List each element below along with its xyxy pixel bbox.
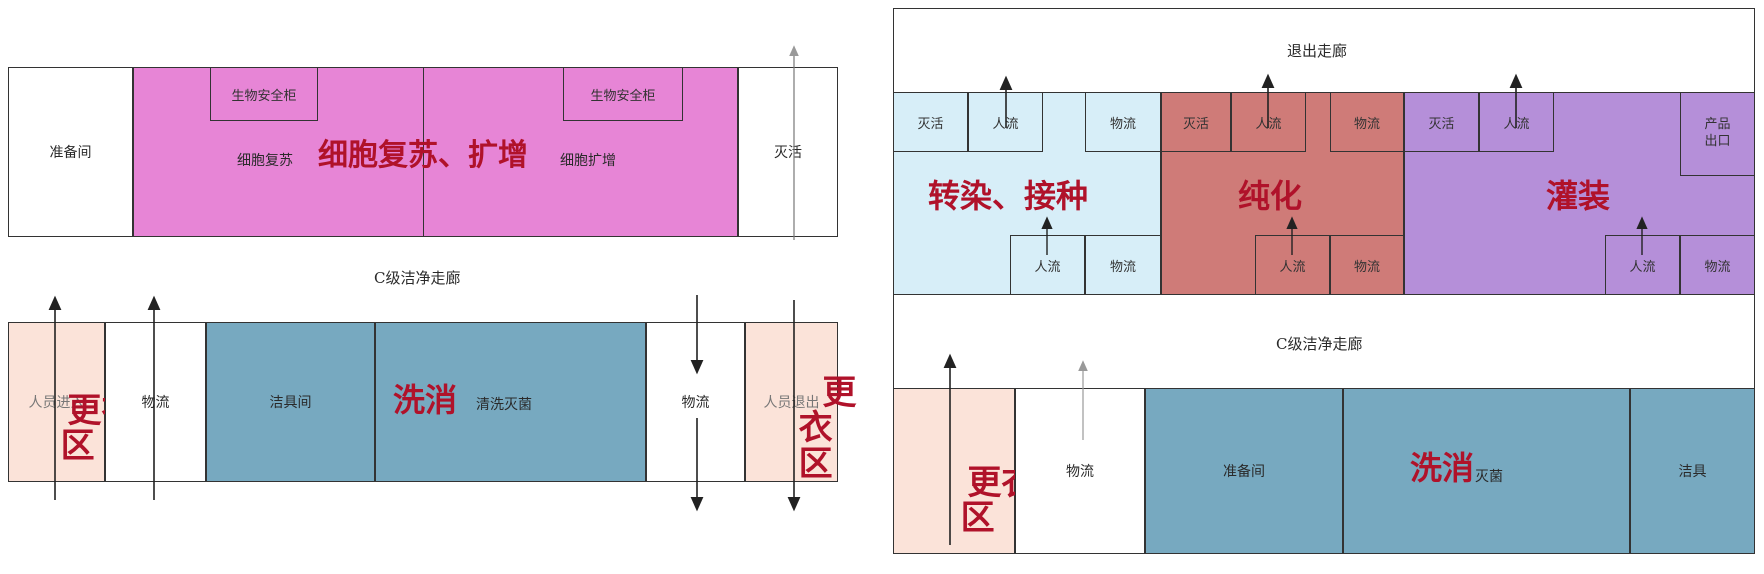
right-material-label: 物流 [1066,464,1094,480]
left-inactivation-room: 灭活 [738,67,838,237]
right-material-room: 物流 [1015,388,1145,554]
right-c-person-2: 人流 [1605,235,1680,295]
left-change-out-small: 人员退出 [763,395,820,411]
right-a-inact: 灭活 [893,92,968,152]
left-material-2-label: 物流 [681,395,710,411]
right-b-material-2: 物流 [1330,235,1404,295]
right-c-inact: 灭活 [1404,92,1479,152]
right-a-material-label: 物流 [1109,116,1136,132]
left-material-1-label: 物流 [141,395,170,411]
right-a-material: 物流 [1085,92,1161,152]
right-wash-small: 灭菌 [1475,469,1503,485]
right-b-big: 纯化 [1238,177,1303,215]
right-c-outlet: 产品 出口 [1680,92,1755,176]
left-change-out-big: 更 衣 区 [775,340,857,518]
right-cleaning-tools-room: 洁具 [1630,388,1755,554]
left-bsc-1-label: 生物安全柜 [231,88,297,104]
left-bsc-1: 生物安全柜 [210,67,318,121]
right-change-room [893,388,1015,554]
right-cleaning-tools-label: 洁具 [1678,464,1707,480]
left-culture-big-label: 细胞复苏、扩增 [318,138,528,173]
flow-arrows [48,45,1648,545]
left-wash-big: 洗消 [393,381,458,419]
right-a-big: 转染、接种 [928,177,1089,215]
right-c-material-2-label: 物流 [1704,259,1731,275]
right-c-big: 灌装 [1546,177,1611,215]
right-prep-room-label: 准备间 [1223,464,1265,480]
left-wash-room [375,322,646,482]
right-prep-room: 准备间 [1145,388,1343,554]
right-exit-corridor: 退出走廊 [1287,42,1348,60]
right-a-material-2: 物流 [1085,235,1161,295]
right-b-material-2-label: 物流 [1353,259,1380,275]
right-c-person-2-label: 人流 [1629,259,1656,275]
left-prep-room-label: 准备间 [49,145,92,161]
right-c-outlet-label: 产品 出口 [1704,117,1731,149]
left-inactivation-label: 灭活 [774,145,802,161]
right-b-inact: 灭活 [1161,92,1231,152]
left-change-in-room: 人员进入 [8,322,105,482]
left-change-out-big-text: 更 衣 区 [798,372,857,485]
right-wash-room [1343,388,1630,554]
right-a-material-2-label: 物流 [1109,259,1136,275]
left-expand-small: 细胞扩增 [560,153,616,169]
left-recovery-small: 细胞复苏 [237,153,293,169]
right-wash-big: 洗消 [1410,449,1475,487]
left-wash-small: 清洗灭菌 [476,397,532,413]
left-culture-divider [423,67,425,237]
left-material-1-room: 物流 [105,322,206,482]
left-corridor-label: C级洁净走廊 [374,269,461,287]
left-tool-room: 洁具间 [206,322,375,482]
right-a-person-2-label: 人流 [1034,259,1061,275]
left-prep-room: 准备间 [8,67,133,237]
right-b-inact-label: 灭活 [1182,116,1209,132]
right-a-inact-label: 灭活 [917,116,944,132]
left-bsc-2-label: 生物安全柜 [590,88,656,104]
right-c-inact-label: 灭活 [1428,116,1455,132]
left-change-in-small: 人员进入 [28,395,85,411]
right-b-material: 物流 [1330,92,1404,152]
right-c-material-2: 物流 [1680,235,1755,295]
right-b-person-2-label: 人流 [1279,259,1306,275]
left-tool-room-label: 洁具间 [269,395,312,411]
left-change-out-room: 人员退出 [745,322,838,482]
right-corridor-label: C级洁净走廊 [1276,335,1363,353]
right-b-material-label: 物流 [1353,116,1380,132]
left-material-2-room: 物流 [646,322,745,482]
left-bsc-2: 生物安全柜 [563,67,683,121]
